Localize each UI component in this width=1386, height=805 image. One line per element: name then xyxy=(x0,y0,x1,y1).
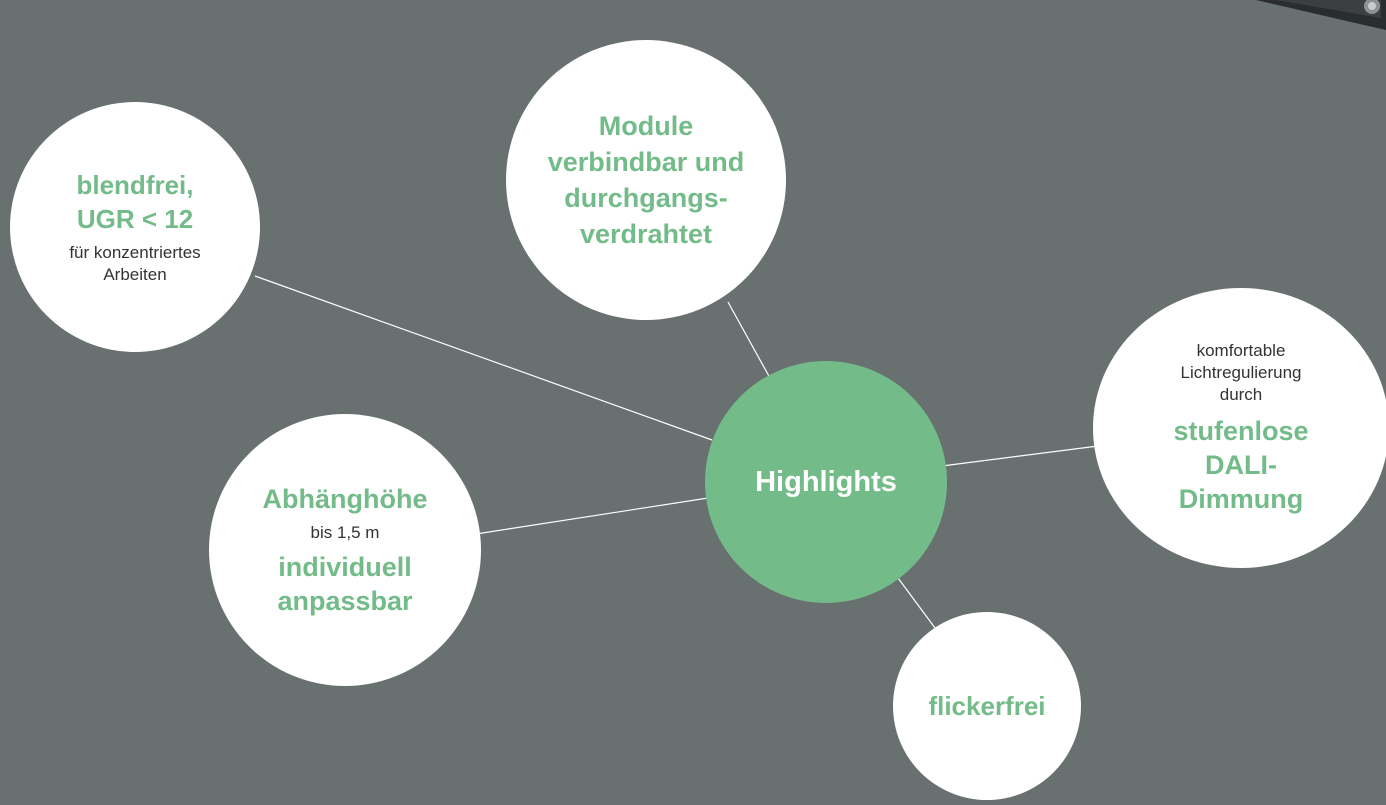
flicker-headline: flickerfrei xyxy=(928,691,1046,721)
node-suspension-height: Abhänghöhe bis 1,5 m individuell anpassb… xyxy=(209,414,481,686)
height-tail-2: anpassbar xyxy=(277,586,413,616)
glare-sub-2: Arbeiten xyxy=(103,265,167,284)
dimming-sub-3: durch xyxy=(1219,385,1263,404)
glare-headline-2: UGR < 12 xyxy=(76,204,194,234)
height-sub: bis 1,5 m xyxy=(310,523,380,542)
connector-dimming xyxy=(941,445,1099,467)
node-glare-free: blendfrei, UGR < 12 für konzentriertes A… xyxy=(10,102,260,352)
modules-line-3: durchgangs- xyxy=(564,183,728,213)
connector-modules xyxy=(727,301,771,379)
height-headline: Abhänghöhe xyxy=(262,484,428,514)
modules-line-1: Module xyxy=(598,111,694,141)
modules-line-2: verbindbar und xyxy=(547,147,745,177)
node-dimming: komfortable Lichtregulierung durch stufe… xyxy=(1093,288,1386,568)
node-flicker-free: flickerfrei xyxy=(893,612,1081,800)
glare-sub-1: für konzentriertes xyxy=(69,243,201,262)
height-tail-1: individuell xyxy=(278,552,412,582)
dimming-sub-1: komfortable xyxy=(1196,341,1286,360)
node-highlights-center: Highlights xyxy=(705,361,947,603)
connector-height xyxy=(475,497,709,535)
glare-headline-1: blendfrei, xyxy=(76,170,194,200)
center-label: Highlights xyxy=(755,465,897,498)
dimming-headline-3: Dimmung xyxy=(1178,484,1304,514)
dimming-sub-2: Lichtregulierung xyxy=(1180,363,1302,382)
connector-flicker xyxy=(897,577,939,633)
modules-line-4: verdrahtet xyxy=(579,219,713,249)
dimming-headline-1: stufenlose xyxy=(1173,416,1309,446)
dimming-headline-2: DALI- xyxy=(1205,450,1277,480)
product-corner-image xyxy=(1256,0,1386,30)
node-modules: Module verbindbar und durchgangs- verdra… xyxy=(506,40,786,320)
connector-glare xyxy=(254,275,713,441)
